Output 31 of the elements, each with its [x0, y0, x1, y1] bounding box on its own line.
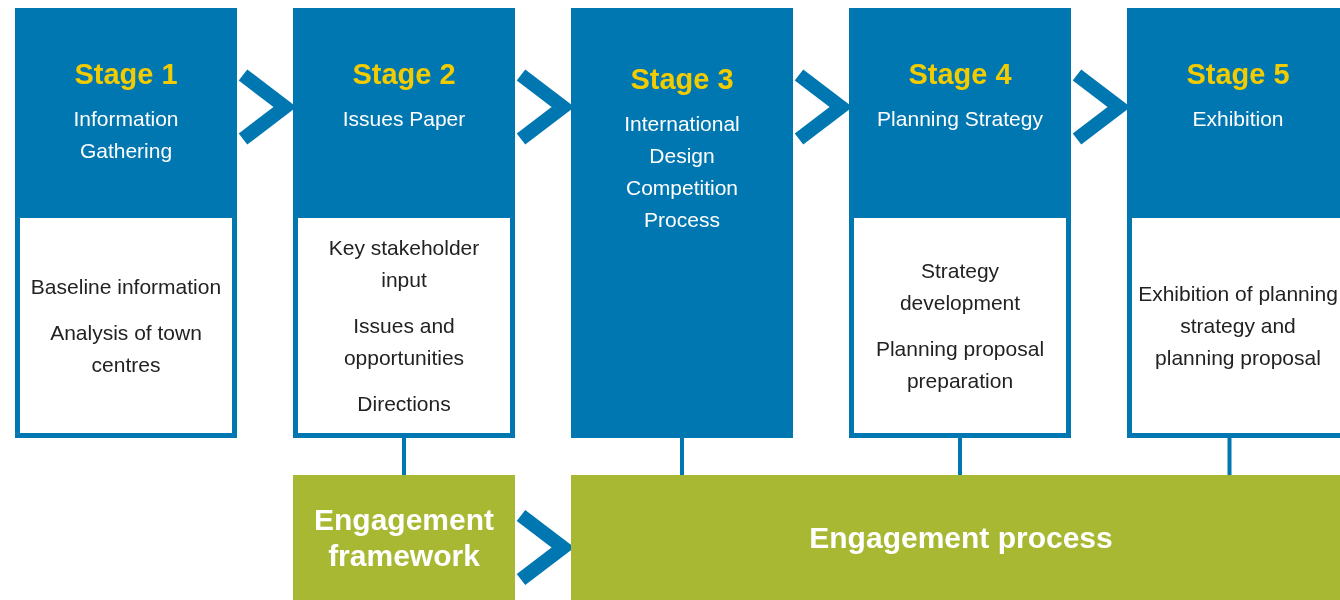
stage-number: Stage 4 [908, 58, 1012, 91]
stage-task: Key stakeholder input [327, 234, 481, 293]
stage-title: Planning Strategy [876, 106, 1044, 132]
stage-card [1127, 8, 1340, 438]
stage-card [15, 8, 237, 438]
stage-task: Exhibition of planning strategy and planning proposal [1138, 280, 1338, 371]
engagement-band [571, 475, 1340, 600]
stage-task: Issues and opportunities [342, 312, 466, 371]
connector-line [402, 438, 406, 475]
stage-number: Stage 2 [352, 58, 456, 91]
stage-task: Baseline information [30, 273, 222, 300]
stage-number: Stage 3 [630, 63, 734, 96]
stage-task: Directions [357, 390, 451, 417]
connector-line [958, 438, 962, 475]
band-label: Engagement framework [313, 501, 495, 574]
stage-title: Issues Paper [341, 106, 467, 132]
engagement-band [293, 475, 515, 600]
stage-task: Planning proposal preparation [874, 335, 1046, 394]
stage-card [571, 8, 793, 438]
stage-task: Analysis of town centres [49, 319, 203, 378]
stage-task: Strategy development [898, 257, 1022, 316]
stage-title: International Design Competition Process [623, 111, 741, 233]
connector-line [1227, 438, 1232, 475]
stage-title: Exhibition [1191, 106, 1285, 132]
connector-line [680, 438, 684, 475]
stage-number: Stage 5 [1186, 58, 1290, 91]
band-label: Engagement process [809, 519, 1113, 556]
stage-number: Stage 1 [74, 58, 178, 91]
stage-title: Information Gathering [72, 106, 180, 164]
stage-card [849, 8, 1071, 438]
stage-card [293, 8, 515, 438]
